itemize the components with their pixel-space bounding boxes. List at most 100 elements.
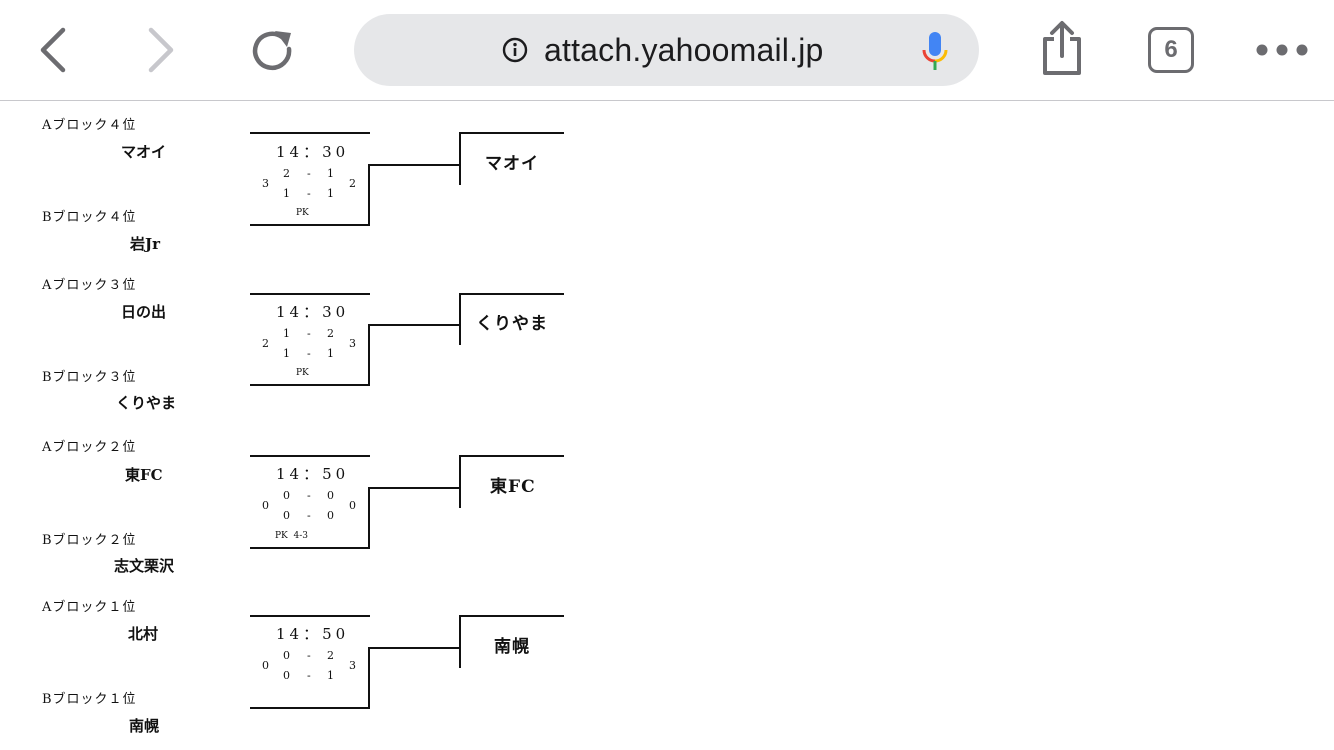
team-b-name: くりやま: [116, 394, 177, 412]
match-time: 14：50: [276, 465, 350, 483]
reload-button[interactable]: [246, 24, 300, 78]
half2-score-b: 1: [327, 669, 334, 682]
team-b-block: Bブロック４位: [42, 210, 137, 225]
info-icon[interactable]: [502, 37, 528, 63]
match-time: 14：30: [276, 143, 350, 161]
more-icon: [1256, 44, 1308, 56]
bracket-line: [459, 132, 461, 185]
bracket-line: [459, 293, 564, 295]
bracket-line: [368, 647, 461, 649]
reload-icon: [252, 31, 292, 71]
total-score-a: 0: [262, 499, 269, 512]
half2-score-a: 1: [283, 347, 290, 360]
back-button[interactable]: [30, 22, 76, 78]
url-text: attach.yahoomail.jp: [544, 32, 824, 68]
bracket-line: [368, 164, 461, 166]
half1-score-b: 1: [327, 167, 334, 180]
score-dash: -: [307, 489, 311, 502]
pk-label: PK: [296, 208, 309, 218]
team-b-name: 岩Jr: [130, 235, 161, 253]
team-b-name: 南幌: [129, 717, 160, 735]
bracket-line: [459, 132, 564, 134]
microphone-icon[interactable]: [920, 30, 950, 74]
half2-score-a: 0: [283, 509, 290, 522]
bracket-line: [459, 615, 461, 668]
team-a-name: 東FC: [125, 466, 163, 484]
score-dash: -: [307, 669, 311, 682]
total-score-b: 2: [349, 177, 356, 190]
team-a-block: Aブロック３位: [42, 278, 137, 293]
half2-score-a: 1: [283, 187, 290, 200]
bracket-line: [250, 384, 370, 386]
score-dash: -: [307, 327, 311, 340]
bracket-line: [368, 164, 370, 226]
forward-button[interactable]: [138, 22, 184, 78]
total-score-b: 0: [349, 499, 356, 512]
bracket-line: [459, 293, 461, 345]
team-a-block: Aブロック１位: [42, 600, 137, 615]
share-icon: [1043, 21, 1081, 75]
team-a-block: Aブロック２位: [42, 440, 137, 455]
winner-name: くりやま: [476, 314, 548, 334]
half1-score-a: 0: [283, 489, 290, 502]
total-score-a: 3: [262, 177, 269, 190]
browser-toolbar: attach.yahoomail.jp 6: [0, 0, 1334, 101]
share-button[interactable]: [1036, 18, 1088, 78]
bracket-line: [459, 455, 461, 508]
score-dash: -: [307, 509, 311, 522]
pk-label: PK 4-3: [275, 531, 308, 541]
bracket-line: [368, 487, 461, 489]
bracket-line: [459, 615, 564, 617]
team-a-name: 北村: [128, 625, 159, 643]
score-dash: -: [307, 347, 311, 360]
bracket-line: [368, 324, 370, 386]
team-a-name: マオイ: [121, 143, 167, 161]
bracket-line: [250, 224, 370, 226]
half1-score-a: 2: [283, 167, 290, 180]
bracket-line: [368, 324, 461, 326]
team-b-block: Bブロック２位: [42, 533, 137, 548]
half2-score-b: 1: [327, 347, 334, 360]
score-dash: -: [307, 187, 311, 200]
address-bar[interactable]: attach.yahoomail.jp: [354, 14, 979, 86]
bracket-line: [250, 547, 370, 549]
half2-score-a: 0: [283, 669, 290, 682]
team-a-name: 日の出: [121, 303, 167, 321]
bracket-line: [250, 615, 370, 617]
bracket-line: [368, 487, 370, 549]
half1-score-a: 1: [283, 327, 290, 340]
tournament-bracket: Aブロック４位 マオイ Bブロック４位 岩Jr 14：30 3 2 - 1 1 …: [0, 101, 1334, 750]
bracket-line: [250, 293, 370, 295]
forward-icon: [148, 27, 174, 73]
total-score-a: 2: [262, 337, 269, 350]
team-b-block: Bブロック３位: [42, 370, 137, 385]
bracket-line: [250, 455, 370, 457]
match-time: 14：50: [276, 625, 350, 643]
winner-name: 南幌: [494, 637, 530, 657]
score-dash: -: [307, 649, 311, 662]
winner-name: 東FC: [490, 477, 536, 497]
team-b-name: 志文栗沢: [114, 557, 175, 575]
score-dash: -: [307, 167, 311, 180]
more-button[interactable]: [1250, 30, 1314, 70]
half1-score-b: 2: [327, 327, 334, 340]
back-icon: [40, 27, 66, 73]
total-score-b: 3: [349, 659, 356, 672]
bracket-line: [250, 707, 370, 709]
tabs-button[interactable]: 6: [1148, 27, 1194, 73]
total-score-b: 3: [349, 337, 356, 350]
winner-name: マオイ: [485, 154, 539, 174]
half2-score-b: 1: [327, 187, 334, 200]
pk-label: PK: [296, 368, 309, 378]
total-score-a: 0: [262, 659, 269, 672]
bracket-line: [368, 647, 370, 709]
half1-score-b: 0: [327, 489, 334, 502]
team-a-block: Aブロック４位: [42, 118, 137, 133]
half2-score-b: 0: [327, 509, 334, 522]
bracket-line: [250, 132, 370, 134]
half1-score-b: 2: [327, 649, 334, 662]
match-time: 14：30: [276, 303, 350, 321]
bracket-line: [459, 455, 564, 457]
half1-score-a: 0: [283, 649, 290, 662]
team-b-block: Bブロック１位: [42, 692, 137, 707]
